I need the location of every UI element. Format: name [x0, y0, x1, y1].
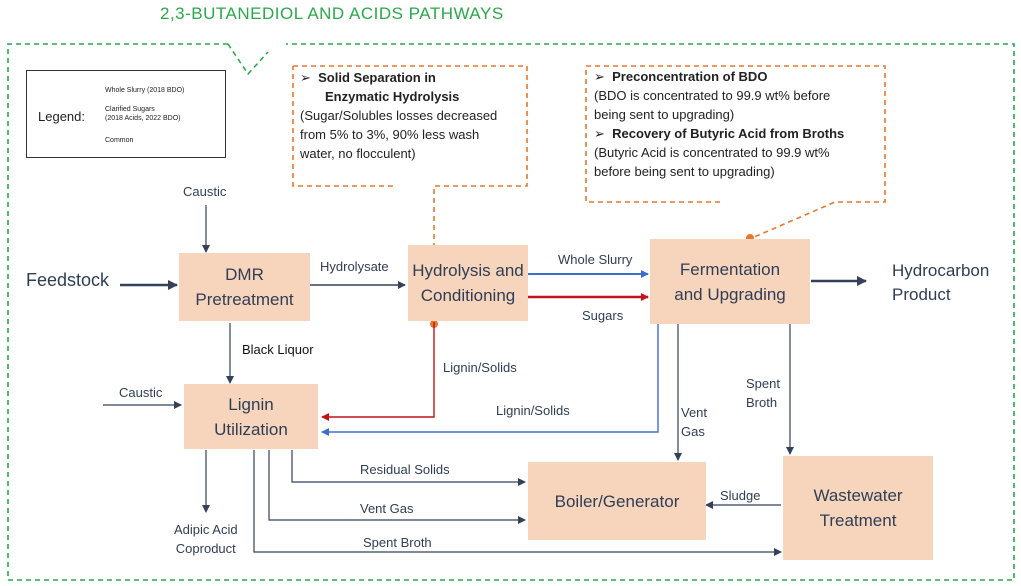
callout-solid-separation: ➢ Solid Separation in Enzymatic Hydrolys…: [300, 68, 522, 163]
legend: Legend: Whole Slurry (2018 BDO) Clarifie…: [26, 70, 226, 158]
label-sludge: Sludge: [720, 488, 761, 503]
callout-right-heading-1: Preconcentration of BDO: [612, 69, 768, 84]
label-adipic-line2: Coproduct: [175, 541, 236, 556]
label-lignin-solids-blue: Lignin/Solids: [496, 403, 570, 418]
callout-right-border: [585, 65, 886, 239]
arrow-residual-solids: [291, 450, 526, 486]
label-adipic-acid: Adipic Acid Coproduct: [174, 520, 238, 558]
label-hydrocarbon-line1: Hydrocarbon: [892, 261, 990, 280]
bullet-arrow-icon: ➢: [594, 69, 605, 84]
legend-clarified-2: (2018 Acids, 2022 BDO): [105, 115, 181, 122]
label-hydrocarbon-line2: Product: [892, 285, 951, 304]
label-caustic-top: Caustic: [183, 184, 227, 199]
label-vent-gas-line1: Vent: [681, 405, 708, 420]
label-sugars: Sugars: [582, 308, 624, 323]
box-ferm-line2: and Upgrading: [674, 284, 786, 304]
legend-whole-slurry: Whole Slurry (2018 BDO): [105, 87, 185, 94]
box-fermentation: Fermentation and Upgrading: [650, 239, 810, 324]
label-spent-broth-line2: Broth: [746, 395, 778, 410]
label-adipic-line1: Adipic Acid: [174, 522, 238, 537]
label-spent-broth-ferm: Spent Broth: [746, 374, 780, 412]
label-spent-broth-line1: Spent: [746, 376, 780, 391]
box-dmr-pretreatment: DMR Pretreatment: [179, 253, 310, 321]
callout-left-border: [292, 65, 528, 324]
callout-left-heading-2: Enzymatic Hydrolysis: [325, 89, 460, 104]
callout-right-body-2a: (Butyric Acid is concentrated to 99.9 wt…: [594, 145, 830, 160]
callout-right-body-2b: before being sent to upgrading): [594, 164, 775, 179]
callout-right-body-1a: (BDO is concentrated to 99.9 wt% before: [594, 88, 831, 103]
callout-right-heading-2: Recovery of Butyric Acid from Broths: [612, 126, 845, 141]
arrow-lignin-solids-red: [321, 322, 435, 421]
label-vent-gas-line2: Gas: [681, 424, 705, 439]
box-ww-line2: Treatment: [819, 511, 897, 530]
box-ww-line1: Wastewater: [813, 486, 903, 505]
label-hydrocarbon: Hydrocarbon Product: [892, 259, 989, 307]
callout-left-body-2: from 5% to 3%, 90% less wash: [300, 127, 480, 142]
label-whole-slurry: Whole Slurry: [558, 252, 633, 267]
box-hydro-line1: Hydrolysis and: [412, 261, 524, 280]
arrow-vent-gas-lignin: [268, 450, 526, 524]
label-black-liquor: Black Liquor: [242, 342, 314, 357]
box-boiler-generator: Boiler/Generator: [528, 462, 706, 540]
callout-left-body-1: (Sugar/Solubles losses decreased: [300, 108, 498, 123]
box-ferm-line1: Fermentation: [679, 259, 781, 279]
label-vent-gas: Vent Gas: [360, 501, 414, 516]
label-lignin-solids-red: Lignin/Solids: [443, 360, 517, 375]
label-feedstock: Feedstock: [26, 270, 110, 290]
arrow-spent-broth-lignin: [253, 450, 782, 556]
label-residual-solids: Residual Solids: [360, 462, 450, 477]
box-boiler-label: Boiler/Generator: [554, 491, 680, 511]
legend-clarified-1: Clarified Sugars: [105, 106, 155, 113]
box-dmr-line2: Pretreatment: [195, 290, 294, 309]
page-title: 2,3-BUTANEDIOL AND ACIDS PATHWAYS: [160, 4, 504, 23]
label-hydrolysate: Hydrolysate: [320, 259, 389, 274]
frame-notch: [227, 43, 269, 76]
callout-left-heading-1: Solid Separation in: [318, 70, 436, 85]
box-lignin-line1: Lignin: [228, 394, 274, 414]
callout-left-body-3: water, no flocculent): [300, 146, 416, 161]
box-dmr-line1: DMR: [225, 265, 264, 284]
callout-right-body-1b: being sent to upgrading): [594, 107, 735, 122]
arrow-lignin-solids-blue: [321, 324, 659, 436]
label-vent-gas-ferm: Vent Gas: [681, 403, 707, 441]
label-caustic-left: Caustic: [119, 385, 163, 400]
callout-preconcentration: ➢ Preconcentration of BDO (BDO is concen…: [594, 67, 882, 181]
label-spent-broth: Spent Broth: [363, 535, 432, 550]
bullet-arrow-icon: ➢: [594, 126, 605, 141]
legend-common: Common: [105, 137, 134, 144]
bullet-arrow-icon: ➢: [300, 70, 311, 85]
box-lignin-line2: Utilization: [214, 419, 288, 439]
outer-frame: [7, 43, 1015, 581]
legend-label: Legend:: [38, 109, 85, 124]
box-hydro-line2: Conditioning: [420, 286, 516, 305]
